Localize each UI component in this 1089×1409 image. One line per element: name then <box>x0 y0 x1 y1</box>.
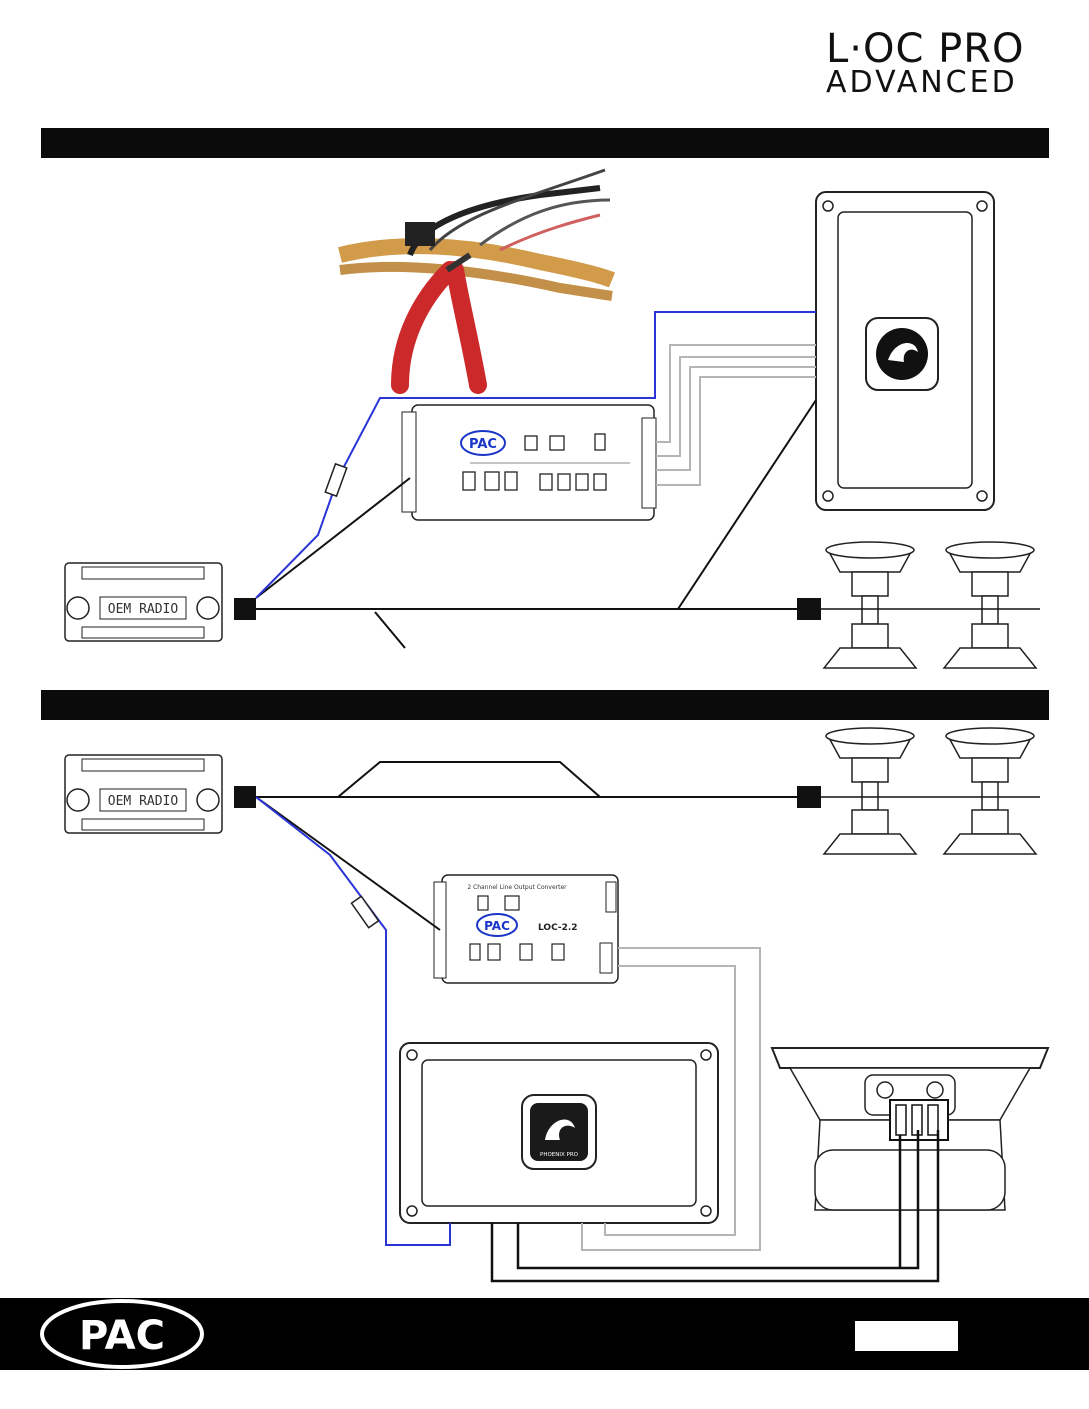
processor-logo-bottom: PAC <box>484 919 510 933</box>
oem-radio-top: OEM RADIO <box>65 563 222 641</box>
processor-model-bottom: LOC-2.2 <box>538 923 578 933</box>
line-output-converter-bottom: 2 Channel Line Output Converter PAC LOC-… <box>434 875 618 983</box>
oem-radio-label-bottom: OEM RADIO <box>108 794 179 809</box>
pac-footer-logo: PAC <box>36 1298 256 1370</box>
speakers-bottom <box>824 728 1036 854</box>
amplifier-badge-bottom: PHOENIX PRO <box>540 1152 579 1158</box>
oem-radio-bottom: OEM RADIO <box>65 755 222 833</box>
footer-logo-text: PAC <box>79 1313 165 1359</box>
amplifier-bottom: PHOENIX PRO <box>400 1043 718 1223</box>
subwoofer <box>772 1048 1048 1210</box>
speakers-top <box>824 542 1036 668</box>
oem-radio-label-top: OEM RADIO <box>108 602 179 617</box>
processor-logo-top: PAC <box>469 437 497 452</box>
wiring-diagram: PAC OEM RADIO <box>0 0 1089 1300</box>
line-output-converter-top: PAC <box>402 405 656 520</box>
wiring-harness-photo <box>336 160 612 386</box>
processor-header-bottom: 2 Channel Line Output Converter <box>467 884 567 891</box>
footer-page-box <box>855 1321 958 1351</box>
amplifier-top <box>816 192 994 510</box>
